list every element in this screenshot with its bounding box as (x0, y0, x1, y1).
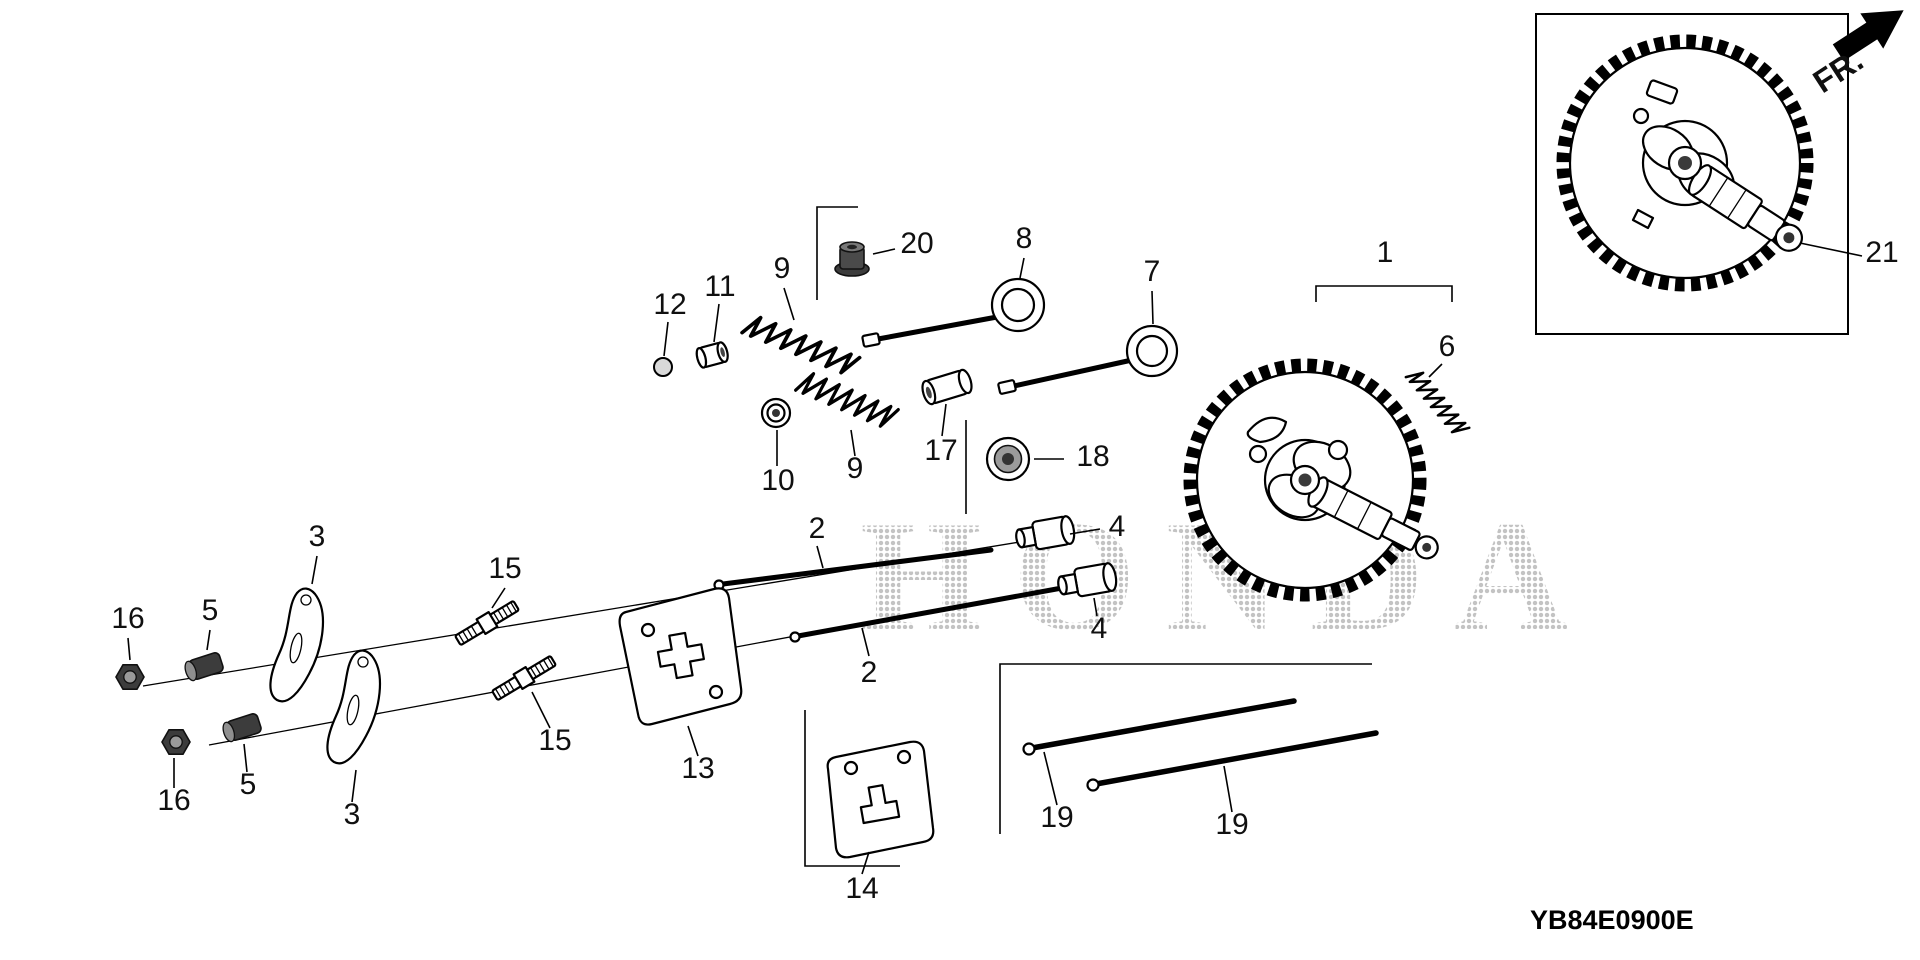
callout-3a: 3 (309, 520, 326, 553)
part-9-valve-spring-lower (793, 368, 900, 432)
callout-17: 17 (924, 434, 957, 467)
part-4-lifter-upper (1015, 515, 1076, 551)
part-3-rocker-arm-upper (269, 587, 325, 703)
callout-8: 8 (1016, 222, 1033, 255)
part-5-pivot-lower (222, 713, 262, 743)
callout-4b: 4 (1091, 612, 1108, 645)
callout-leaders (127, 242, 1863, 875)
callout-19a: 19 (1040, 801, 1073, 834)
callout-11: 11 (704, 270, 735, 303)
callout-3b: 3 (344, 798, 361, 831)
callout-10: 10 (761, 464, 794, 497)
fr-arrow-icon (1832, 10, 1904, 62)
inset-box (1535, 13, 1849, 335)
part-19-push-rod-upper (1022, 698, 1297, 756)
callout-6: 6 (1439, 330, 1456, 363)
part-18-spring-seat (985, 436, 1031, 482)
part-6-spring (1404, 365, 1471, 440)
callout-5b: 5 (240, 768, 257, 801)
callout-brackets (804, 206, 1453, 867)
callout-13: 13 (681, 752, 714, 785)
callout-18: 18 (1076, 440, 1109, 473)
callout-1: 1 (1377, 236, 1394, 269)
part-7-valve (997, 324, 1179, 395)
callout-5a: 5 (202, 594, 219, 627)
part-17-valve-guide (921, 368, 973, 406)
part-5-pivot-upper (184, 652, 224, 682)
callout-labels: 1 2 2 3 3 4 4 5 5 6 7 8 9 9 10 11 12 13 … (111, 222, 1898, 905)
callout-9a: 9 (774, 252, 791, 285)
callout-20: 20 (900, 227, 933, 260)
callout-4a: 4 (1109, 510, 1126, 543)
part-4-lifter-lower (1057, 562, 1118, 598)
part-13-guide-plate (618, 587, 743, 726)
callout-15a: 15 (488, 552, 521, 585)
callout-19b: 19 (1215, 808, 1248, 841)
part-14-plate (826, 740, 935, 859)
part-15-stud-upper (454, 600, 520, 646)
part-11-collar (695, 341, 729, 369)
callout-15b: 15 (538, 724, 571, 757)
part-8-valve (861, 277, 1046, 348)
callout-2a: 2 (809, 512, 826, 545)
part-21-camshaft-detail (1556, 34, 1814, 292)
callout-16a: 16 (111, 602, 144, 635)
callout-7: 7 (1144, 255, 1161, 288)
callout-21: 21 (1865, 236, 1898, 269)
part-20-seal-cap (834, 241, 870, 277)
part-19-push-rod-lower (1086, 730, 1379, 792)
diagram-code: YB84E0900E (1530, 905, 1694, 935)
part-1-camshaft-assembly (1183, 358, 1439, 602)
callout-2b: 2 (861, 656, 878, 689)
callout-12: 12 (653, 288, 686, 321)
part-2-push-rod-upper (713, 547, 994, 591)
callout-14: 14 (845, 872, 878, 905)
part-2-push-rod-lower (789, 585, 1065, 643)
part-12-keeper (653, 357, 673, 377)
part-16-nut-upper (115, 664, 145, 690)
callout-16b: 16 (157, 784, 190, 817)
part-10-spring-retainer (760, 397, 792, 429)
callout-9b: 9 (847, 452, 864, 485)
part-15-stud-lower (491, 655, 557, 701)
part-9-valve-spring-upper (740, 311, 862, 379)
part-16-nut-lower (161, 729, 191, 755)
part-3-rocker-arm-lower (326, 649, 382, 765)
